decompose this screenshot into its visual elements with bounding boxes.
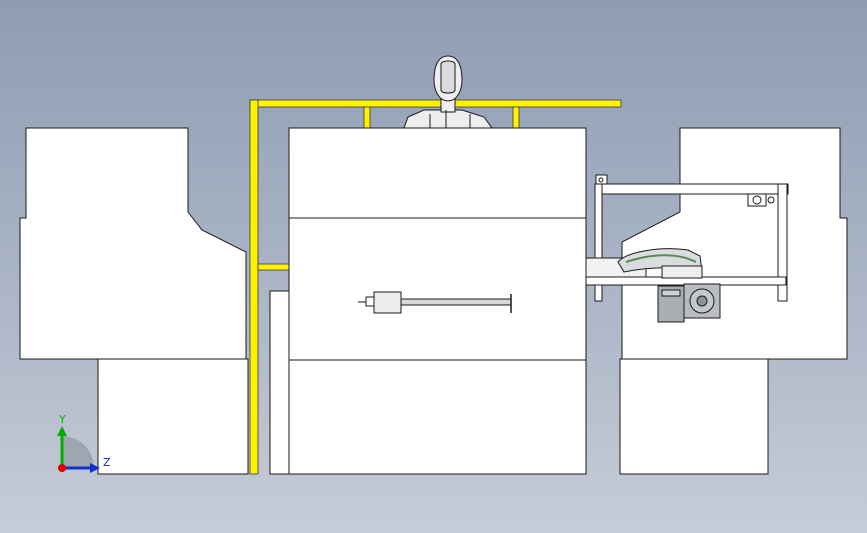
center-machine-side-plate[interactable] xyxy=(269,290,290,475)
frame-left-post[interactable] xyxy=(249,99,259,475)
center-machine[interactable] xyxy=(269,127,587,475)
servo-motor[interactable] xyxy=(657,283,721,323)
operator-body xyxy=(403,109,493,129)
right-machine-base[interactable] xyxy=(619,358,769,475)
center-machine-top-panel[interactable] xyxy=(288,127,587,219)
operator-face-shade xyxy=(440,60,456,94)
axis-y-arrow-icon xyxy=(57,426,67,468)
frame-top-beam[interactable] xyxy=(249,99,622,108)
coordinate-triad xyxy=(57,426,100,473)
frame-side-rail[interactable] xyxy=(257,263,291,271)
left-machine-base[interactable] xyxy=(97,358,249,475)
center-machine-base[interactable] xyxy=(288,359,587,475)
center-machine-middle-panel[interactable] xyxy=(288,217,587,361)
safety-frame[interactable] xyxy=(249,99,622,475)
frame-post-middle-left[interactable] xyxy=(363,106,371,130)
operator-figure xyxy=(403,55,493,129)
axis-origin-icon xyxy=(58,464,66,472)
left-machine-upper-housing[interactable] xyxy=(19,127,247,360)
left-machine[interactable] xyxy=(19,127,249,475)
robot-gantry[interactable] xyxy=(585,174,789,323)
injection-screw-assembly[interactable] xyxy=(358,291,512,314)
injection-unit-body[interactable] xyxy=(373,291,402,314)
axis-z-label: Z xyxy=(103,456,111,469)
gantry-right-post[interactable] xyxy=(777,183,788,302)
axis-y-label: Y xyxy=(59,413,66,426)
screw-barrel[interactable] xyxy=(400,298,512,306)
gantry-top-rail[interactable] xyxy=(595,183,789,195)
right-machine[interactable] xyxy=(619,127,848,475)
right-machine-upper-housing[interactable] xyxy=(621,127,848,360)
axis-quadrant-shade xyxy=(62,436,94,468)
frame-post-middle-right[interactable] xyxy=(512,106,520,130)
axis-z-arrow-icon xyxy=(62,463,100,473)
